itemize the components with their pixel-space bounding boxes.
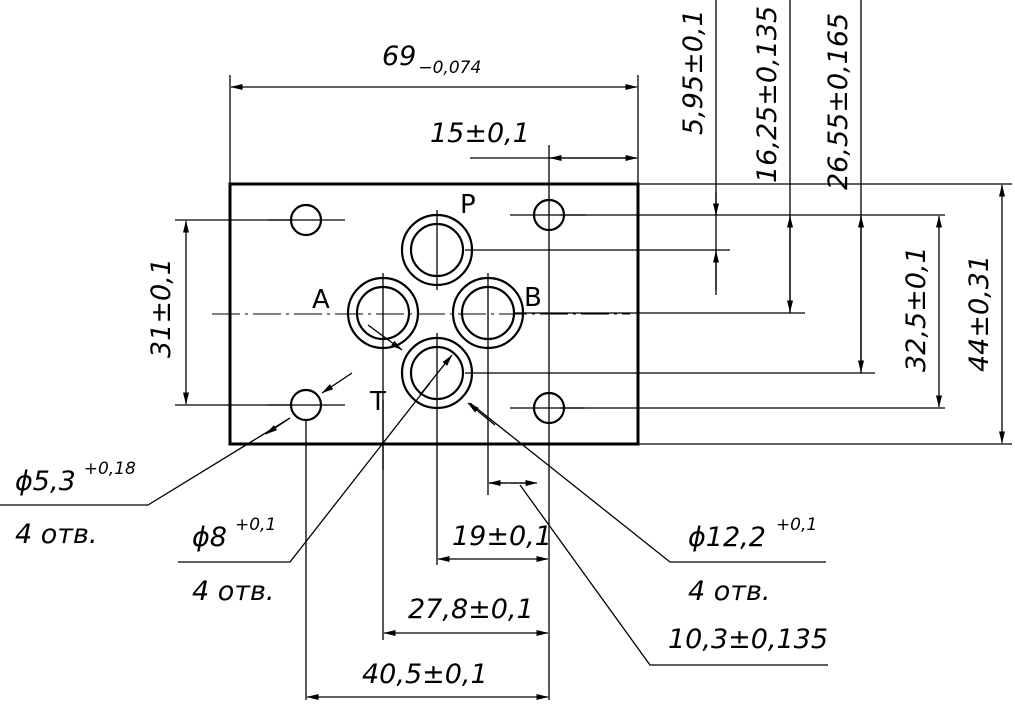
dim-horiz-10-3: 10,3±0,135 (488, 480, 828, 666)
port-label-t: T (369, 387, 386, 417)
svg-text:44±0,31: 44±0,31 (964, 255, 995, 372)
svg-text:69−0,074: 69−0,074 (382, 41, 481, 78)
port-label-a: A (312, 285, 330, 315)
callout-d8: ϕ8+0,1 4 отв. (178, 324, 453, 607)
port-b-circles (451, 273, 525, 495)
dim-width-69: 69−0,074 (229, 41, 639, 184)
dim-vert-5-95: 5,95±0,1 (678, 0, 719, 295)
callout-d12-2: ϕ12,2+0,1 4 отв. (467, 402, 826, 607)
dim-horiz-27-8: 27,8±0,1 (382, 400, 549, 640)
svg-text:19±0,1: 19±0,1 (452, 521, 552, 552)
svg-text:40,5±0,1: 40,5±0,1 (362, 659, 488, 690)
svg-text:15±0,1: 15±0,1 (430, 118, 530, 149)
dim-offset-15: 15±0,1 (430, 118, 638, 700)
dim-vert-32-5: 32,5±0,1 (901, 215, 942, 408)
dim-height-31: 31±0,1 (146, 219, 290, 406)
port-a-circles (346, 273, 420, 470)
center-lines (212, 214, 630, 409)
right-extension-lines (465, 183, 1012, 445)
svg-text:4 отв.: 4 отв. (192, 576, 275, 607)
callout-d5-3: ϕ5,3+0,18 4 отв. (0, 372, 353, 550)
dim-vert-26-55: 26,55±0,165 (823, 0, 864, 373)
port-p-circles (400, 210, 474, 290)
svg-text:4 отв.: 4 отв. (15, 519, 98, 550)
svg-text:31±0,1: 31±0,1 (146, 258, 177, 358)
dim-horiz-19: 19±0,1 (437, 521, 552, 562)
svg-text:26,55±0,165: 26,55±0,165 (823, 13, 854, 190)
svg-text:5,95±0,1: 5,95±0,1 (678, 9, 709, 135)
svg-text:16,25±0,135: 16,25±0,135 (752, 6, 783, 183)
dim-height-44: 44±0,31 (964, 184, 1005, 444)
mount-hole-top-left (289, 203, 323, 237)
port-label-b: B (524, 283, 542, 313)
svg-text:4 отв.: 4 отв. (688, 576, 771, 607)
dim-vert-16-25: 16,25±0,135 (752, 0, 793, 313)
svg-text:32,5±0,1: 32,5±0,1 (901, 246, 932, 372)
svg-text:ϕ12,2+0,1: ϕ12,2+0,1 (688, 515, 817, 553)
svg-text:27,8±0,1: 27,8±0,1 (408, 594, 534, 625)
svg-text:10,3±0,135: 10,3±0,135 (668, 624, 828, 655)
port-label-p: P (460, 190, 476, 220)
svg-text:ϕ5,3+0,18: ϕ5,3+0,18 (15, 459, 136, 497)
dim-horiz-40-5: 40,5±0,1 (305, 420, 549, 700)
svg-text:ϕ8+0,1: ϕ8+0,1 (192, 515, 276, 553)
